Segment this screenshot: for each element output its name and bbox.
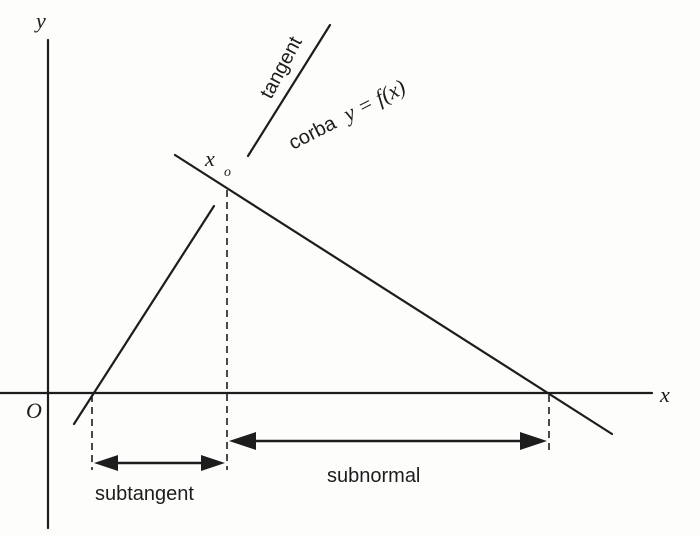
- point-label: x o: [204, 146, 231, 180]
- subnormal-arrow: [229, 432, 547, 450]
- tangent-label: tangent: [256, 33, 307, 103]
- point-label-subscript: o: [224, 165, 231, 180]
- curve-label-word: corba: [285, 112, 340, 155]
- curve-label-equation: y = f(x): [337, 74, 409, 127]
- normal-line: [173, 153, 614, 436]
- subtangent-label: subtangent: [95, 483, 194, 505]
- subnormal-label: subnormal: [327, 465, 420, 487]
- curve-line: [246, 23, 332, 158]
- tangent-line: [72, 204, 216, 426]
- origin-label: O: [26, 398, 42, 423]
- point-label-x: x: [204, 146, 215, 171]
- x-axis-label: x: [659, 382, 670, 407]
- curve-label: corba y = f(x): [285, 74, 409, 155]
- y-axis-label: y: [34, 8, 46, 33]
- subtangent-arrow: [94, 455, 225, 471]
